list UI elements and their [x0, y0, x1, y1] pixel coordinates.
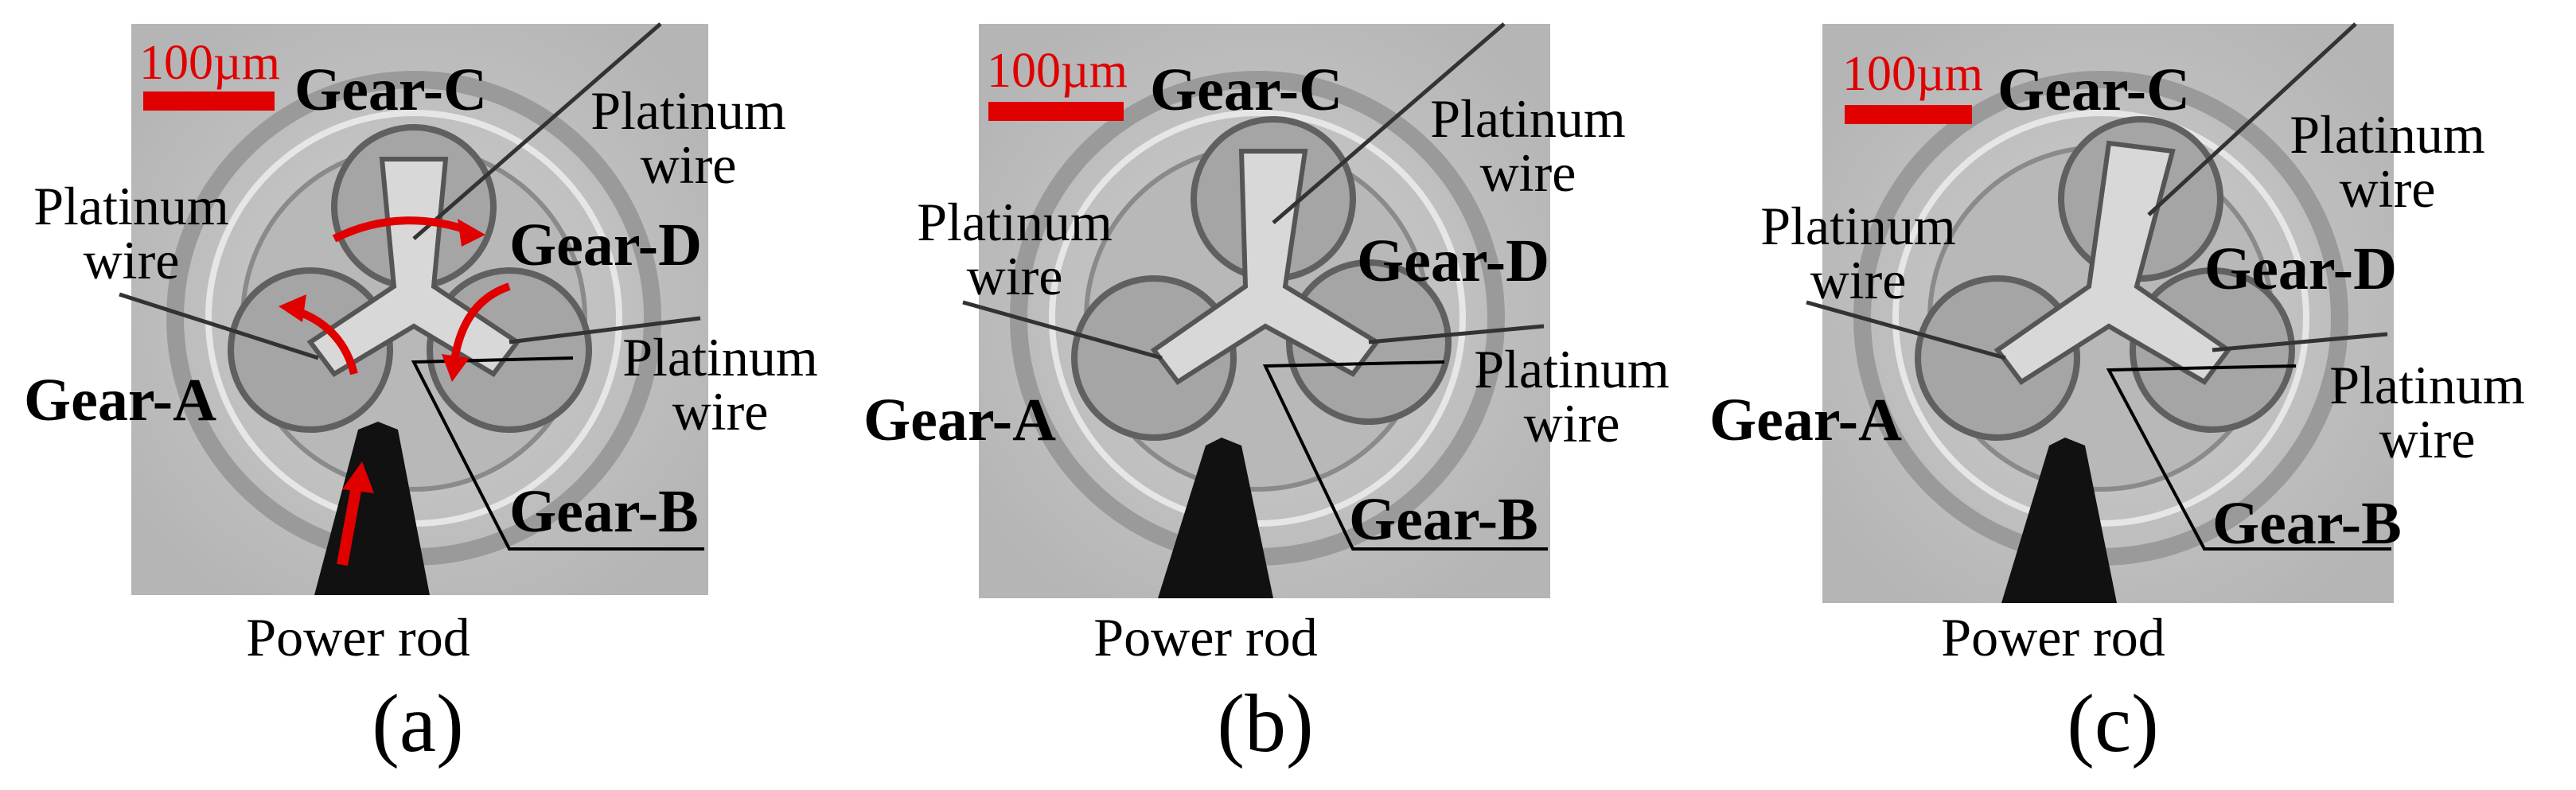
scale-bar [988, 102, 1124, 121]
label-gear-d: Gear-D [2204, 235, 2397, 302]
arrow-gear-d [450, 282, 511, 367]
label-gear-c: Gear-C [294, 56, 487, 123]
panel-label-b: (b) [1217, 678, 1314, 769]
label-platinum-wire-left: Platinum wire [917, 192, 1113, 306]
label-gear-c: Gear-C [1150, 56, 1343, 123]
label-gear-b: Gear-B [509, 478, 699, 545]
panel-a: 100µm Gear-C Platinum wire Platinum wire… [0, 0, 852, 790]
label-power-rod: Power rod [1941, 607, 2165, 667]
scale-bar-label: 100µm [987, 44, 1128, 98]
panel-label-c: (c) [2067, 678, 2159, 769]
label-gear-a: Gear-A [863, 387, 1056, 453]
label-gear-d: Gear-D [509, 212, 702, 278]
scale-bar-label: 100µm [139, 36, 280, 90]
label-gear-c: Gear-C [1997, 56, 2190, 123]
label-gear-d: Gear-D [1357, 228, 1549, 294]
scale-bar [143, 91, 275, 111]
label-gear-a: Gear-A [24, 367, 216, 434]
label-platinum-wire-left: Platinum wire [1760, 196, 1956, 310]
label-platinum-wire-top-right: Platinum wire [1430, 88, 1626, 203]
scale-bar [1845, 105, 1972, 124]
label-platinum-wire-right: Platinum wire [2329, 355, 2525, 469]
arrow-gear-a [293, 306, 358, 376]
arrow-power-rod [337, 476, 364, 566]
arrow-gear-c [332, 216, 471, 243]
label-gear-b: Gear-B [1349, 486, 1538, 553]
label-gear-b: Gear-B [2212, 490, 2402, 557]
label-platinum-wire-left: Platinum wire [33, 176, 229, 290]
label-platinum-wire-top-right: Platinum wire [590, 80, 786, 195]
label-platinum-wire-right: Platinum wire [1474, 339, 1670, 453]
label-power-rod: Power rod [1093, 607, 1318, 667]
micrograph-a [119, 22, 708, 595]
panel-label-a: (a) [372, 678, 464, 769]
label-gear-a: Gear-A [1709, 387, 1902, 453]
panel-b: 100µm Gear-C Platinum wire Platinum wire… [852, 0, 1703, 790]
panel-c: 100µm Gear-C Platinum wire Platinum wire… [1703, 0, 2555, 790]
label-platinum-wire-right: Platinum wire [622, 327, 818, 442]
scale-bar-label: 100µm [1842, 47, 1983, 101]
label-power-rod: Power rod [246, 607, 470, 667]
label-platinum-wire-top-right: Platinum wire [2290, 104, 2485, 219]
